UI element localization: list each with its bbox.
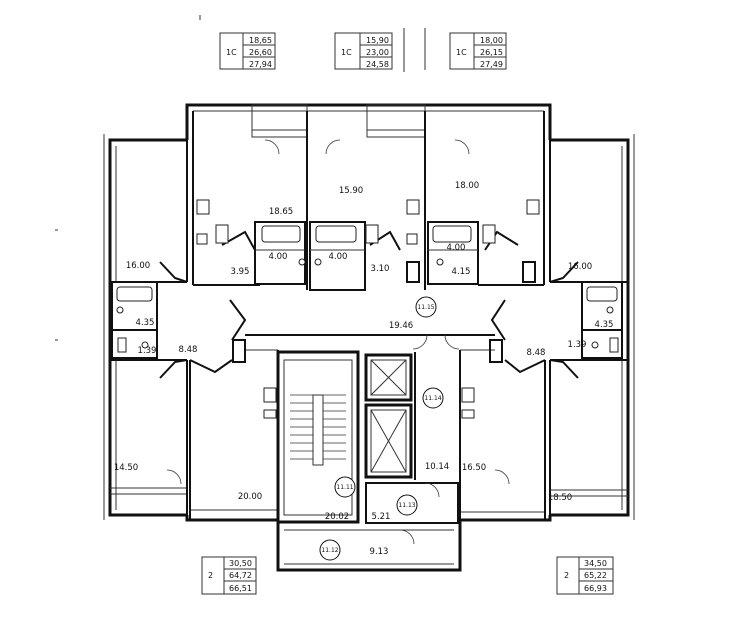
room-area-label: 16.50 [462,463,486,473]
room-area-label: 18.00 [455,181,479,191]
legend-total-area: 26,15 [480,48,503,57]
legend-table-top-left: 1С 18,65 26,60 27,94 [219,32,276,70]
kitchen-stoves [196,199,540,419]
room-area-label: 4.35 [595,320,614,330]
legend-type: 2 [564,571,569,580]
legend-area-with-balcony: 27,49 [480,60,503,69]
room-tag: 11.13 [398,502,415,509]
legend-table-top-mid: 1С 15,90 23,00 24,58 [334,28,405,72]
room-area-label: 18.65 [269,207,293,217]
legend-area-with-balcony: 27,94 [249,60,272,69]
room-area-label: 8.48 [527,348,546,358]
room-tag-markers: 11.15 11.14 11.11 11.13 11.12 [319,296,444,561]
room-tag: 11.12 [321,547,338,554]
legend-living-area: 18,65 [249,36,272,45]
room-area-label: 1.39 [138,346,157,356]
room-area-label: 4.00 [269,252,288,262]
legend-living-area: 15,90 [366,36,389,45]
room-area-label: 1.39 [568,340,587,350]
room-area-label: 3.95 [231,267,250,277]
room-tag: 11.15 [417,304,434,311]
legend-type: 1С [341,48,352,57]
legend-total-area: 65,22 [584,571,607,580]
legend-area-with-balcony: 66,93 [584,584,607,593]
legend-table-top-right: 1С 18,00 26,15 27,49 [449,32,507,70]
interior-walls [110,111,628,524]
staircase [283,359,353,516]
column-blocks [215,224,536,363]
dimension-marks [55,15,426,341]
legend-area-with-balcony: 24,58 [366,60,389,69]
room-area-label: 15.90 [339,186,363,196]
legend-area-with-balcony: 66,51 [229,584,252,593]
room-area-label: 19.46 [389,321,413,331]
room-area-label: 18.50 [548,493,572,503]
legend-living-area: 18,00 [480,36,503,45]
room-area-label: 10.14 [425,462,449,472]
legend-total-area: 26,60 [249,48,272,57]
bathroom-fixtures [116,225,619,353]
room-tag: 11.11 [336,484,353,491]
elevator-shafts [370,359,407,473]
room-area-label: 4.15 [452,267,471,277]
room-tag: 11.14 [424,395,441,402]
legend-table-bottom-right: 2 34,50 65,22 66,93 [556,556,614,595]
legend-living-area: 34,50 [584,559,607,568]
building-outline [103,103,635,572]
room-area-label: 14.50 [114,463,138,473]
legend-total-area: 23,00 [366,48,389,57]
room-area-label: 4.35 [136,318,155,328]
room-area-label: 4.00 [447,243,466,253]
room-labels: 18.65 15.90 18.00 16.00 16.00 3.95 4.00 … [114,181,614,557]
room-area-label: 9.13 [370,547,389,557]
legend-total-area: 64,72 [229,571,252,580]
room-area-label: 20.00 [238,492,262,502]
room-area-label: 8.48 [179,345,198,355]
legend-type: 1С [456,48,467,57]
legend-type: 1С [226,48,237,57]
room-area-label: 16.00 [126,261,150,271]
room-area-label: 5.21 [372,512,391,522]
room-area-label: 16.00 [568,262,592,272]
door-swings [166,139,510,545]
legend-table-bottom-left: 2 30,50 64,72 66,51 [201,556,257,595]
legend-type: 2 [208,571,213,580]
room-area-label: 20.02 [325,512,349,522]
room-area-label: 4.00 [329,252,348,262]
legend-living-area: 30,50 [229,559,252,568]
room-area-label: 3.10 [371,264,390,274]
